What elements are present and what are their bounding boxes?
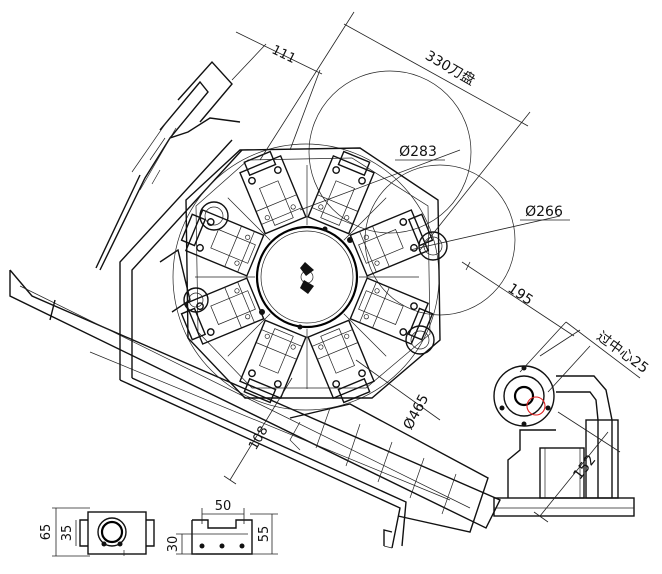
machine-frame <box>9 60 501 549</box>
spindle-assembly <box>493 365 635 517</box>
center-offset-marker <box>526 396 546 416</box>
label-465: Ø465 <box>401 392 433 433</box>
tool-station <box>180 277 265 345</box>
label-195: 195 <box>505 281 536 309</box>
tool-station <box>307 150 375 235</box>
boring-holders <box>183 201 448 355</box>
label-50: 50 <box>215 499 232 514</box>
turret <box>180 147 441 404</box>
detail-view-left <box>79 511 155 556</box>
tool-station <box>307 319 375 404</box>
label-55: 55 <box>257 526 272 543</box>
label-108: 108 <box>246 424 271 453</box>
tool-station <box>349 277 434 345</box>
label-center-25: 过中心25 <box>593 329 651 377</box>
label-65: 65 <box>39 524 54 541</box>
station-divider <box>343 313 387 357</box>
station-divider <box>227 313 271 357</box>
label-35: 35 <box>60 525 75 542</box>
circle-283 <box>308 70 472 234</box>
label-266: Ø266 <box>525 204 563 220</box>
tool-station <box>239 150 307 235</box>
tool-station <box>349 209 434 277</box>
dimension-labels: 111 330刀盘 Ø283 Ø266 195 过中心25 Ø465 108 1… <box>39 43 651 553</box>
detail-view-right <box>191 519 253 555</box>
label-111: 111 <box>269 43 298 67</box>
tool-station <box>180 209 265 277</box>
turret-hub <box>255 225 359 330</box>
label-283: Ø283 <box>399 144 437 160</box>
tool-station <box>239 319 307 404</box>
label-152: 152 <box>570 452 599 483</box>
station-divider <box>343 197 387 241</box>
tool-magazine-chain <box>289 403 489 533</box>
station-divider <box>227 197 271 241</box>
label-30: 30 <box>166 536 181 553</box>
dimension-lines <box>52 11 641 557</box>
